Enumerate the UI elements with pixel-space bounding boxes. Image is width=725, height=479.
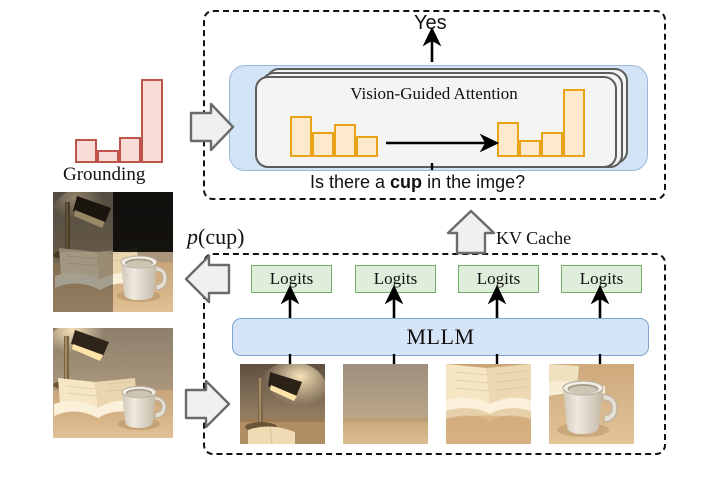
probability-args: (cup)	[198, 224, 245, 249]
patch-cup	[549, 364, 634, 444]
logits-box-3: Logits	[458, 265, 539, 293]
grounding-bar-1	[75, 139, 97, 163]
logits-label: Logits	[579, 269, 624, 288]
kv-cache-label: KV Cache	[496, 228, 572, 248]
grounding-bar-3	[119, 137, 141, 163]
attention-before-bar-1	[290, 116, 312, 157]
logits-box-4: Logits	[561, 265, 642, 293]
probability-label: p(cup)	[187, 224, 244, 250]
quadrant-top-left	[53, 192, 113, 252]
attention-before-bar-4	[356, 136, 378, 157]
quadrant-top-right	[113, 192, 173, 252]
mllm-label: MLLM	[406, 324, 475, 349]
grounding-bar-2	[97, 150, 119, 163]
grounding-label: Grounding	[63, 164, 146, 185]
attention-before-bar-2	[312, 132, 334, 157]
attention-after-bar-4	[563, 89, 585, 157]
grounding-bar-4	[141, 79, 163, 163]
attention-after-bar-2	[519, 140, 541, 157]
probability-variable: p	[187, 224, 198, 249]
output-label: Yes	[414, 12, 447, 34]
logits-label: Logits	[373, 269, 418, 288]
logits-label: Logits	[269, 269, 314, 288]
question-text: Is there a cup in the imge?	[310, 172, 525, 193]
quadrant-bottom-left	[53, 252, 113, 312]
attention-after-bar-3	[541, 132, 563, 157]
question-prefix: Is there a	[310, 172, 391, 192]
logits-box-1: Logits	[251, 265, 332, 293]
mllm-panel	[203, 253, 666, 455]
question-bold-token: cup	[390, 172, 423, 192]
logits-label: Logits	[476, 269, 521, 288]
patch-lamp	[240, 364, 325, 444]
logits-box-2: Logits	[355, 265, 436, 293]
attention-before-bar-3	[334, 124, 356, 157]
attention-module-title: Vision-Guided Attention	[350, 84, 518, 103]
patch-wall	[343, 364, 428, 444]
kv-cache-block-arrow-up-icon	[446, 209, 496, 255]
mllm-box: MLLM	[232, 318, 649, 356]
attention-layer-card-1	[255, 76, 617, 168]
source-scene-image	[53, 328, 173, 438]
question-suffix: in the imge?	[422, 172, 526, 192]
attention-after-bar-1	[497, 122, 519, 157]
patch-book	[446, 364, 531, 444]
grounded-attention-image	[53, 192, 173, 312]
